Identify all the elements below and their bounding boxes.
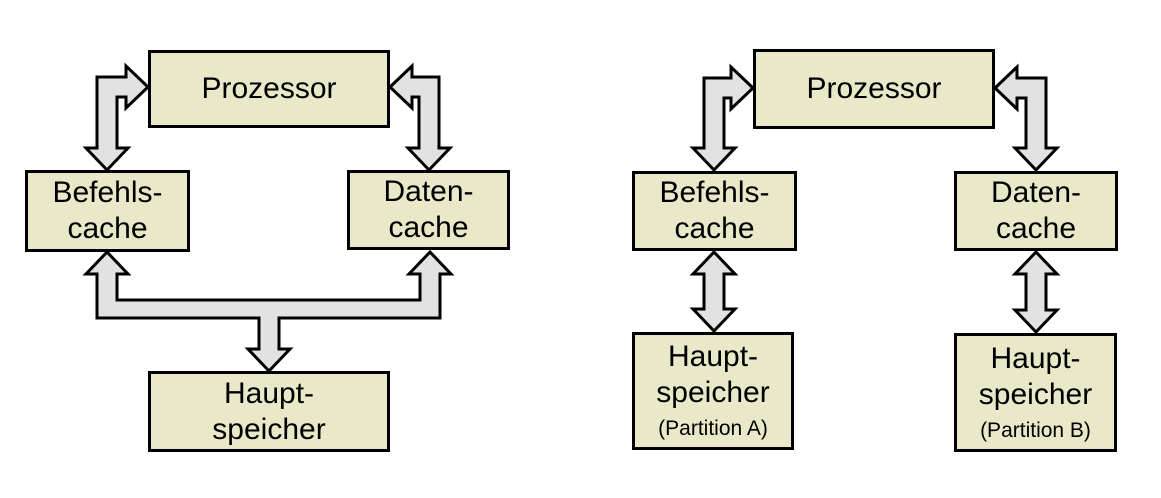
right-memory-b-label-line2: speicher	[978, 377, 1093, 411]
right-main-memory-partition-a-box: Haupt- speicher (Partition A)	[632, 332, 794, 450]
right-processor-box: Prozessor	[753, 49, 995, 129]
right-memory-b-label-line1: Haupt-	[990, 341, 1081, 375]
right-memory-a-label-line2: speicher	[656, 376, 770, 409]
right-processor-data-cache-arrow	[992, 63, 1061, 173]
right-instruction-cache-label-line1: Befehls-	[659, 176, 770, 209]
left-instruction-cache-label-line2: cache	[67, 212, 148, 245]
left-processor-label: Prozessor	[201, 72, 337, 105]
right-data-cache-memory-b-arrow	[1011, 249, 1061, 335]
left-instruction-cache-label-line1: Befehls-	[52, 176, 163, 209]
left-data-cache-label-line2: cache	[388, 211, 469, 244]
left-data-cache-box: Daten- cache	[347, 170, 510, 250]
left-caches-main-memory-fork-arrow	[82, 249, 455, 374]
left-data-cache-label-line1: Daten-	[383, 175, 474, 208]
right-instruction-cache-label-line2: cache	[674, 212, 755, 245]
right-memory-a-partition-label: (Partition A)	[658, 417, 768, 440]
left-instruction-cache-box: Befehls- cache	[25, 170, 190, 252]
left-processor-instruction-cache-arrow	[82, 62, 151, 173]
left-main-memory-box: Haupt- speicher	[148, 371, 390, 452]
right-processor-label: Prozessor	[806, 72, 942, 105]
right-main-memory-partition-b-box: Haupt- speicher (Partition B)	[954, 333, 1117, 452]
right-data-cache-label-line1: Daten-	[990, 176, 1082, 209]
right-memory-a-label-line1: Haupt-	[667, 340, 759, 373]
left-main-memory-label-line1: Haupt-	[223, 376, 315, 410]
right-memory-b-partition-label: (Partition B)	[980, 418, 1091, 442]
left-processor-data-cache-arrow	[387, 62, 454, 173]
right-processor-instruction-cache-arrow	[689, 63, 756, 173]
right-data-cache-box: Daten- cache	[954, 171, 1118, 251]
right-data-cache-label-line2: cache	[995, 212, 1077, 245]
right-instruction-cache-box: Befehls- cache	[632, 171, 797, 251]
left-main-memory-label-line2: speicher	[212, 412, 326, 446]
left-processor-box: Prozessor	[148, 50, 390, 128]
right-instruction-cache-memory-a-arrow	[689, 249, 739, 334]
